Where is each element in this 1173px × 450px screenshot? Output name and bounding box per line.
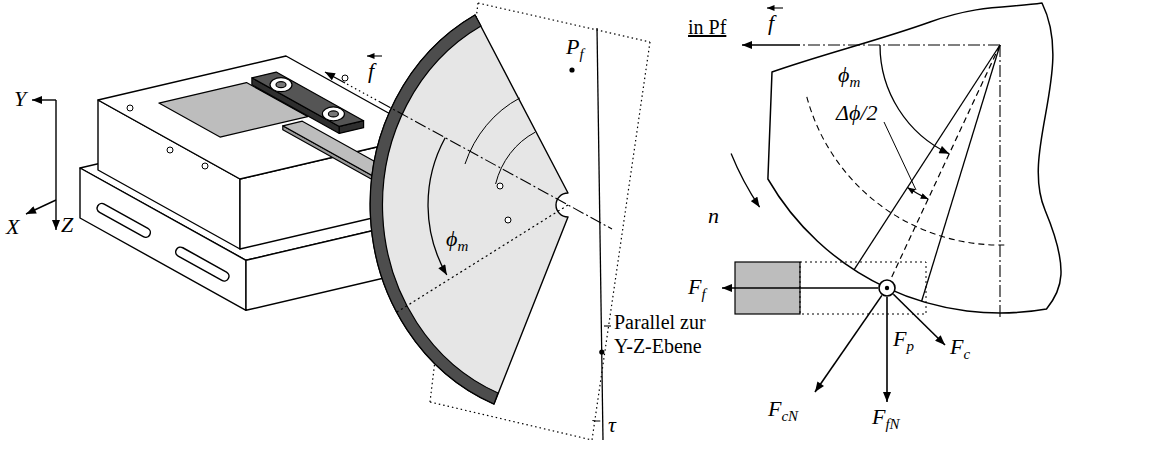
wheel-contour — [496, 132, 536, 184]
feed-arrow — [325, 72, 345, 83]
mounting-slot — [181, 252, 225, 276]
force-label: Ff — [688, 274, 706, 303]
force-arrow — [886, 297, 888, 402]
bore-hole — [342, 75, 348, 81]
bore-hole — [127, 105, 133, 111]
axis-centerline — [345, 83, 380, 102]
axis-centerline — [380, 102, 612, 229]
clamp-bolt — [328, 111, 338, 117]
angle-label: τ — [608, 412, 616, 437]
feed-vector-label: f — [368, 58, 374, 83]
axis-label: Z — [61, 212, 73, 237]
x-axis-arrow — [26, 200, 56, 214]
force-label: Fp — [893, 326, 914, 355]
angle-label: ϕm — [838, 62, 860, 91]
plane-label: Pf — [566, 34, 584, 63]
abrasive-layer — [370, 15, 498, 404]
bore-hole — [167, 147, 173, 153]
contact-boundary-line — [922, 45, 1000, 301]
angle-label: Δϕ/2 — [836, 100, 877, 125]
plane-note: Parallel zur Y-Z-Ebene — [614, 310, 726, 358]
rotation-arrow — [731, 154, 760, 208]
mounting-slot — [102, 208, 146, 232]
plane-frame — [430, 402, 592, 440]
plane-edge — [597, 28, 603, 440]
normal-force-symbol — [885, 286, 889, 290]
plane-frame — [478, 3, 650, 42]
grinding-wheel — [370, 15, 568, 404]
vector-mark — [367, 55, 382, 56]
force-label: FfN — [872, 404, 900, 433]
angle-arrow — [907, 188, 928, 200]
clamp-bolt — [270, 78, 292, 92]
clamp-bolt — [276, 82, 286, 88]
wheel-contour — [465, 98, 520, 164]
axis-centerline — [800, 44, 1000, 45]
mounting-slot — [102, 208, 146, 232]
bore-hole — [202, 163, 208, 169]
clamp-bolt — [322, 107, 344, 121]
y-axis-arrow — [32, 99, 56, 100]
angle-arc — [592, 420, 600, 422]
normal-force-symbol — [879, 280, 895, 296]
force-arrow — [722, 287, 878, 289]
angle-label: ϕm — [446, 226, 468, 255]
view-heading: in Pf — [688, 16, 726, 39]
leader-line — [884, 122, 916, 190]
rotation-label: n — [708, 203, 719, 228]
mean-angle-line — [397, 205, 568, 312]
leader-line — [604, 325, 611, 326]
angle-arrow — [428, 138, 447, 275]
feed-arrow — [742, 44, 800, 45]
force-arrow — [815, 295, 882, 392]
axis-label: Y — [14, 86, 26, 111]
z-axis-arrow — [55, 200, 56, 230]
contact-boundary-line — [854, 45, 1000, 270]
wheel-hole — [505, 217, 511, 223]
reference-dot — [569, 67, 574, 72]
axis-line — [55, 100, 56, 200]
axis-centerline — [999, 45, 1000, 318]
clamp-bar — [252, 72, 364, 126]
wheel-section — [768, 3, 1061, 313]
mounting-slot — [181, 252, 225, 276]
feed-vector-label: f — [768, 10, 774, 35]
force-label: Fc — [950, 334, 970, 363]
force-label: FcN — [768, 396, 798, 425]
axis-label: X — [6, 214, 19, 239]
angle-arrow — [880, 45, 949, 154]
mean-angle-line — [891, 45, 1001, 280]
vector-mark — [767, 7, 783, 8]
reference-dot — [599, 349, 604, 354]
wheel-hole — [497, 183, 503, 189]
